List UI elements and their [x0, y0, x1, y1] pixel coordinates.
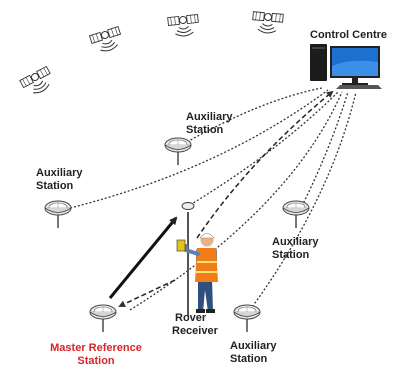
auxiliary-station-3-label-line2: Station [272, 249, 310, 261]
satellite-icon [167, 13, 201, 38]
gnss-antenna-icon [282, 200, 310, 229]
master-to-rover-arrow [108, 216, 178, 299]
rover-receiver-label-line1: Rover [175, 312, 207, 324]
gnss-antenna-icon [233, 304, 261, 333]
auxiliary-station-4-label-line1: Auxiliary [230, 340, 277, 352]
rover-to-master-arrow [118, 279, 176, 308]
auxiliary-station-3-label-line1: Auxiliary [272, 236, 319, 248]
computer-icon [310, 44, 382, 89]
rover-link-line [196, 90, 334, 239]
auxiliary-station-2-label-line1: Auxiliary [36, 167, 83, 179]
gnss-antenna-icon [44, 200, 72, 229]
auxiliary-station-2-label-line2: Station [36, 180, 74, 192]
satellite-icon [88, 26, 125, 56]
satellite-icon [251, 11, 284, 35]
satellite-icon [19, 65, 57, 99]
master-reference-station-label-line2: Station [77, 355, 115, 367]
surveyor-icon [176, 202, 218, 316]
auxiliary-station-1-label-line1: Auxiliary [186, 111, 233, 123]
station-link-lines [69, 87, 357, 311]
gnss-antenna-icon [89, 304, 117, 333]
master-reference-station-label-line1: Master Reference [50, 342, 142, 354]
gnss-antenna-icon [164, 137, 192, 166]
control-centre-label: Control Centre [310, 29, 387, 41]
auxiliary-station-1-label-line2: Station [186, 124, 224, 136]
auxiliary-station-4-label-line2: Station [230, 353, 268, 365]
rover-receiver-label-line2: Receiver [172, 325, 219, 337]
